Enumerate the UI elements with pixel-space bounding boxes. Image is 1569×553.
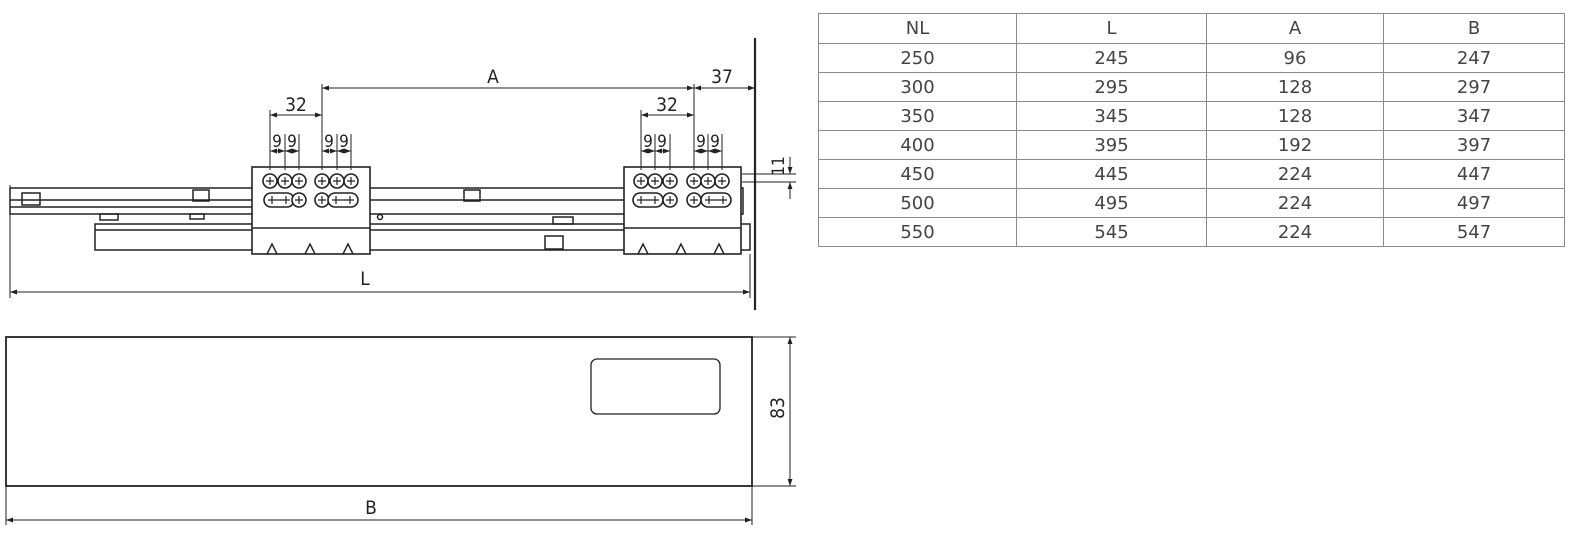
dim-label-9: 9: [696, 132, 706, 152]
table-cell: 247: [1383, 43, 1565, 73]
table-cell: 545: [1016, 217, 1207, 247]
dim-label-32-right: 32: [656, 94, 678, 116]
column-header-b: B: [1383, 13, 1565, 44]
column-header-nl: NL: [818, 13, 1017, 44]
dim-label-9: 9: [710, 132, 720, 152]
drawer-front: [5, 336, 753, 487]
table-row: 450 445 224 447: [818, 159, 1565, 189]
dim-label-9: 9: [272, 132, 282, 152]
dim-label-9: 9: [657, 132, 667, 152]
table-cell: 128: [1206, 72, 1384, 102]
dim-label-9: 9: [339, 132, 349, 152]
table-row: 250 245 96 247: [818, 43, 1565, 73]
table-header-row: NL L A B: [818, 13, 1565, 44]
table-cell: 547: [1383, 217, 1565, 247]
table-cell: 192: [1206, 130, 1384, 160]
table-cell: 245: [1016, 43, 1207, 73]
table-cell: 347: [1383, 101, 1565, 131]
handle-cutout: [590, 358, 721, 415]
table-row: 300 295 128 297: [818, 72, 1565, 102]
table-cell: 128: [1206, 101, 1384, 131]
table-cell: 250: [818, 43, 1017, 73]
table-row: 550 545 224 547: [818, 217, 1565, 247]
dim-label-37: 37: [711, 66, 733, 88]
dim-label-a: A: [487, 66, 499, 88]
table-cell: 400: [818, 130, 1017, 160]
table-cell: 495: [1016, 188, 1207, 218]
dim-label-9: 9: [324, 132, 334, 152]
table-cell: 224: [1206, 217, 1384, 247]
table-row: 500 495 224 497: [818, 188, 1565, 218]
dim-label-b: B: [365, 497, 377, 519]
drawer-front-dimensions: [5, 336, 796, 525]
table-cell: 300: [818, 72, 1017, 102]
table-cell: 395: [1016, 130, 1207, 160]
column-header-l: L: [1016, 13, 1207, 44]
dimension-lines: [10, 85, 793, 295]
extension-lines: [9, 84, 796, 298]
table-cell: 397: [1383, 130, 1565, 160]
table-row: 400 395 192 397: [818, 130, 1565, 160]
table-cell: 297: [1383, 72, 1565, 102]
dim-label-32-left: 32: [285, 94, 307, 116]
table-cell: 350: [818, 101, 1017, 131]
dim-label-83: 83: [767, 397, 789, 419]
table-cell: 295: [1016, 72, 1207, 102]
column-header-a: A: [1206, 13, 1384, 44]
right-mounting-bracket: [623, 166, 742, 255]
table-cell: 445: [1016, 159, 1207, 189]
dim-label-9: 9: [287, 132, 297, 152]
table-cell: 345: [1016, 101, 1207, 131]
table-row: 350 345 128 347: [818, 101, 1565, 131]
left-mounting-bracket: [251, 166, 371, 255]
table-cell: 497: [1383, 188, 1565, 218]
table-cell: 500: [818, 188, 1017, 218]
dim-label-11: 11: [769, 156, 789, 175]
size-specification-table: NL L A B 250 245 96 247 300 295 128 297 …: [818, 13, 1565, 247]
table-cell: 224: [1206, 159, 1384, 189]
table-cell: 550: [818, 217, 1017, 247]
table-cell: 96: [1206, 43, 1384, 73]
dim-label-9: 9: [643, 132, 653, 152]
table-cell: 224: [1206, 188, 1384, 218]
table-cell: 450: [818, 159, 1017, 189]
table-cell: 447: [1383, 159, 1565, 189]
dim-label-l: L: [360, 268, 370, 290]
